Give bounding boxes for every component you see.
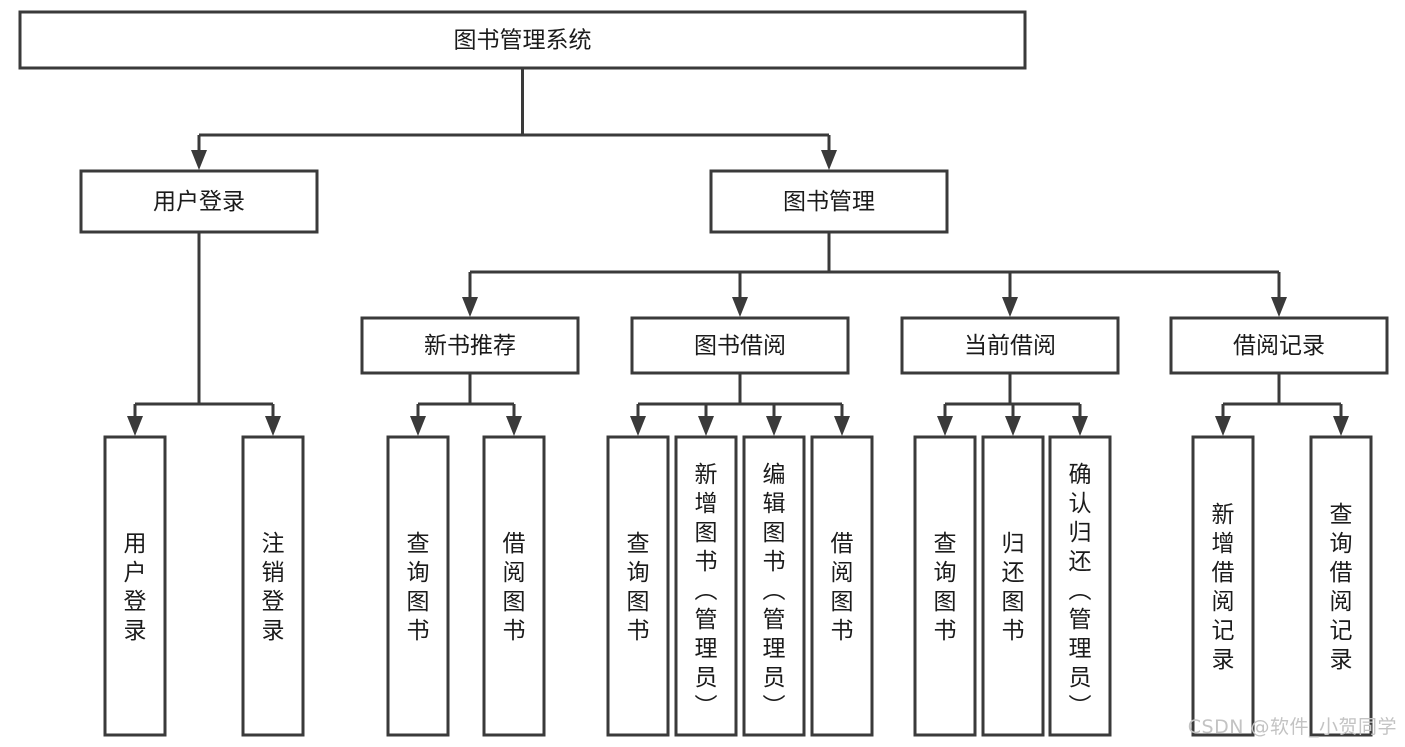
node-box-borrow-book-1 — [482, 435, 546, 737]
node-query-book-2[interactable]: 查询图书 — [606, 435, 670, 737]
arrow-head-icon — [1005, 416, 1021, 436]
node-label-confirm-return: 确认归还︵管理员︶ — [1069, 462, 1092, 720]
arrow-head-icon — [732, 297, 748, 317]
arrow-head-icon — [462, 297, 478, 317]
node-add-book[interactable]: 新增图书︵管理员︶ — [674, 435, 738, 737]
arrow-head-icon — [1271, 297, 1287, 317]
node-box-confirm-return — [1048, 435, 1112, 737]
node-label-query-book-3: 查询图书 — [934, 531, 957, 644]
node-label-user-logout: 注销登录 — [262, 531, 285, 644]
node-box-query-borrow-record — [1309, 435, 1373, 737]
arrow-head-icon — [937, 416, 953, 436]
node-box-add-borrow-record — [1191, 435, 1255, 737]
arrow-head-icon — [127, 416, 143, 436]
node-box-new-book-recommend — [360, 316, 580, 375]
node-query-book-3[interactable]: 查询图书 — [913, 435, 977, 737]
node-box-borrow-book-2 — [810, 435, 874, 737]
node-box-user-logout — [241, 435, 305, 737]
arrow-head-icon — [191, 150, 207, 170]
node-query-book-1[interactable]: 查询图书 — [386, 435, 450, 737]
node-edit-book[interactable]: 编辑图书︵管理员︶ — [742, 435, 806, 737]
node-layer: 图书管理系统用户登录用户登录注销登录图书管理新书推荐查询图书借阅图书图书借阅查询… — [18, 10, 1389, 737]
node-label-current-borrow: 当前借阅 — [964, 333, 1056, 359]
node-box-borrow-records — [1169, 316, 1389, 375]
node-borrow-records[interactable]: 借阅记录 — [1169, 316, 1389, 375]
node-root[interactable]: 图书管理系统 — [18, 10, 1027, 70]
node-box-book-borrow — [630, 316, 850, 375]
node-label-borrow-records: 借阅记录 — [1233, 333, 1325, 359]
arrow-head-icon — [698, 416, 714, 436]
connector-layer — [127, 68, 1349, 436]
arrow-head-icon — [1002, 297, 1018, 317]
node-book-borrow[interactable]: 图书借阅 — [630, 316, 850, 375]
node-confirm-return[interactable]: 确认归还︵管理员︶ — [1048, 435, 1112, 737]
node-user-login[interactable]: 用户登录 — [79, 169, 319, 234]
node-label-return-book: 归还图书 — [1002, 531, 1025, 644]
node-user-login-do[interactable]: 用户登录 — [103, 435, 167, 737]
node-box-current-borrow — [900, 316, 1120, 375]
node-box-return-book — [981, 435, 1045, 737]
node-return-book[interactable]: 归还图书 — [981, 435, 1045, 737]
node-user-logout[interactable]: 注销登录 — [241, 435, 305, 737]
arrow-head-icon — [1215, 416, 1231, 436]
node-box-query-book-1 — [386, 435, 450, 737]
node-box-query-book-3 — [913, 435, 977, 737]
arrow-head-icon — [410, 416, 426, 436]
node-label-edit-book: 编辑图书︵管理员︶ — [763, 462, 786, 720]
arrow-head-icon — [766, 416, 782, 436]
arrow-head-icon — [506, 416, 522, 436]
node-borrow-book-2[interactable]: 借阅图书 — [810, 435, 874, 737]
arrow-head-icon — [1333, 416, 1349, 436]
arrow-head-icon — [265, 416, 281, 436]
node-box-root — [18, 10, 1027, 70]
arrow-head-icon — [1072, 416, 1088, 436]
arrow-head-icon — [834, 416, 850, 436]
arrow-head-icon — [821, 150, 837, 170]
node-current-borrow[interactable]: 当前借阅 — [900, 316, 1120, 375]
node-box-add-book — [674, 435, 738, 737]
node-box-user-login — [79, 169, 319, 234]
node-book-management[interactable]: 图书管理 — [709, 169, 949, 234]
node-box-user-login-do — [103, 435, 167, 737]
node-add-borrow-record[interactable]: 新增借阅记录 — [1191, 435, 1255, 737]
node-label-query-book-2: 查询图书 — [627, 531, 650, 644]
node-label-root: 图书管理系统 — [454, 28, 592, 54]
node-new-book-recommend[interactable]: 新书推荐 — [360, 316, 580, 375]
node-label-add-borrow-record: 新增借阅记录 — [1212, 502, 1235, 673]
node-label-new-book-recommend: 新书推荐 — [424, 333, 516, 359]
node-label-book-borrow: 图书借阅 — [694, 333, 786, 359]
node-box-book-management — [709, 169, 949, 234]
arrow-head-icon — [630, 416, 646, 436]
node-label-user-login: 用户登录 — [153, 189, 245, 215]
node-label-book-management: 图书管理 — [783, 189, 875, 215]
node-label-query-borrow-record: 查询借阅记录 — [1330, 502, 1353, 673]
node-label-add-book: 新增图书︵管理员︶ — [695, 462, 718, 720]
node-label-user-login-do: 用户登录 — [124, 531, 147, 644]
node-box-edit-book — [742, 435, 806, 737]
node-label-borrow-book-2: 借阅图书 — [831, 531, 854, 644]
node-label-query-book-1: 查询图书 — [407, 531, 430, 644]
node-label-borrow-book-1: 借阅图书 — [503, 531, 526, 644]
node-box-query-book-2 — [606, 435, 670, 737]
node-query-borrow-record[interactable]: 查询借阅记录 — [1309, 435, 1373, 737]
node-borrow-book-1[interactable]: 借阅图书 — [482, 435, 546, 737]
